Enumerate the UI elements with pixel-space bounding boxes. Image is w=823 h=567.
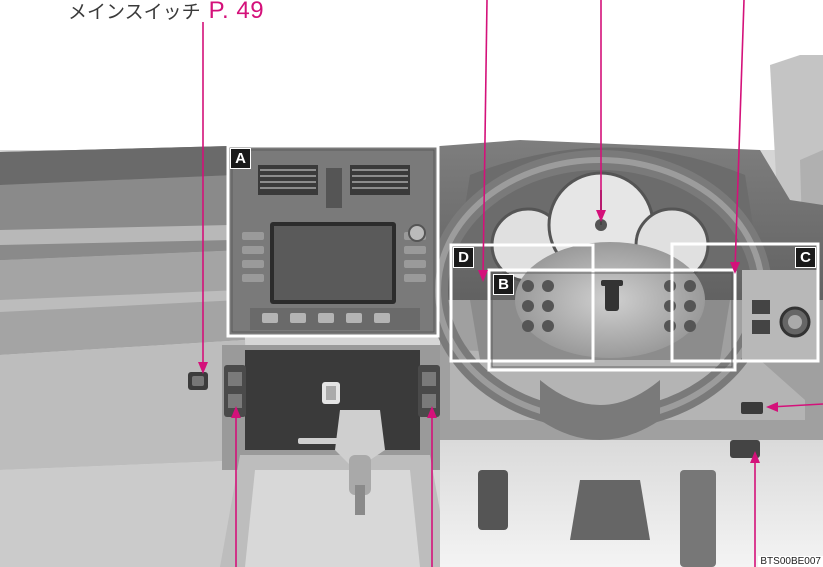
area-tag-d: D — [453, 247, 474, 268]
area-tag-c: C — [795, 247, 816, 268]
main-switch-callout: メインスイッチ P. 49 — [68, 0, 264, 23]
image-code: BTS00BE007 — [758, 556, 823, 567]
area-tag-b: B — [493, 274, 514, 295]
page-reference-link[interactable]: P. 49 — [208, 0, 265, 24]
area-tag-a: A — [230, 148, 251, 169]
main-switch-label: メインスイッチ — [68, 1, 201, 23]
